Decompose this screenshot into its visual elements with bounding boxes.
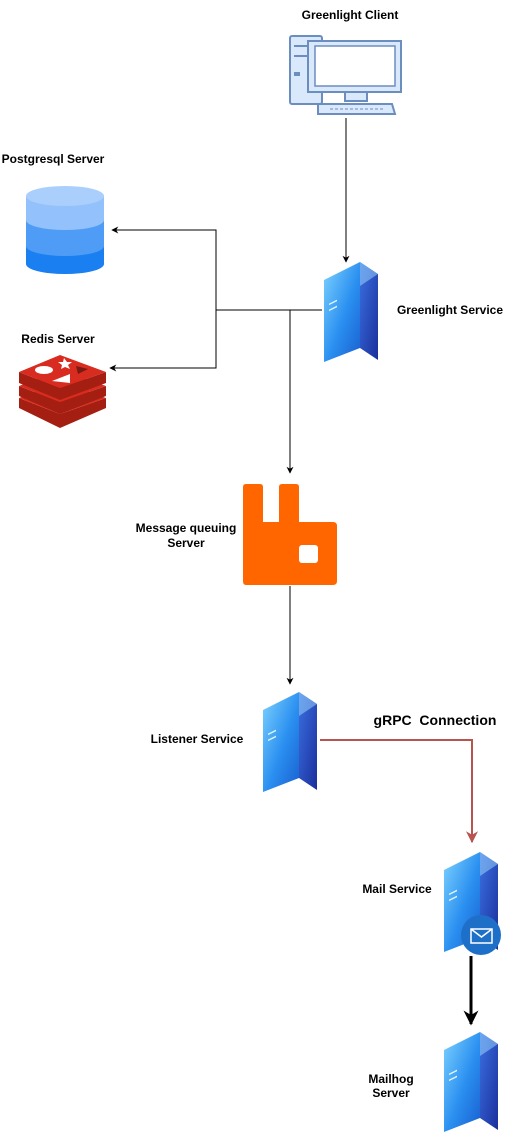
greenlight-service-node[interactable]: Greenlight Service (324, 262, 503, 362)
message-queue-node[interactable]: Message queuing Server (136, 484, 337, 585)
edge-service-to-redis (109, 310, 217, 372)
mail-service-node[interactable]: Mail Service (362, 852, 501, 955)
greenlight-service-label: Greenlight Service (397, 303, 503, 317)
redis-server-node[interactable]: Redis Server (19, 332, 106, 428)
server-icon (324, 262, 378, 362)
message-queue-label-line2: Server (167, 536, 205, 550)
edge-service-to-postgres (111, 226, 322, 311)
mail-service-label: Mail Service (362, 882, 432, 896)
grpc-connection-label: gRPC Connection (374, 712, 497, 728)
redis-logo-icon (19, 355, 106, 428)
mailhog-server-label-line2: Server (372, 1086, 410, 1100)
listener-service-node[interactable]: Listener Service (151, 692, 317, 792)
redis-server-label: Redis Server (21, 332, 95, 346)
connectors (109, 118, 479, 1026)
mailhog-server-node[interactable]: Mailhog Server (368, 1032, 498, 1132)
postgresql-server-node[interactable]: Postgresql Server (2, 152, 105, 274)
server-icon (263, 692, 317, 792)
greenlight-client-node[interactable]: Greenlight Client (289, 8, 402, 115)
postgresql-server-label: Postgresql Server (2, 152, 105, 166)
message-queue-label-line1: Message queuing (136, 521, 237, 535)
mailhog-server-label-line1: Mailhog (368, 1072, 413, 1086)
greenlight-client-label: Greenlight Client (302, 8, 399, 22)
database-icon (26, 186, 104, 274)
envelope-badge-icon (461, 915, 501, 955)
desktop-computer-icon (289, 35, 402, 115)
edge-grpc-connection (320, 739, 478, 844)
server-icon (444, 1032, 498, 1132)
rabbitmq-logo-icon (243, 484, 337, 585)
listener-service-label: Listener Service (151, 732, 244, 746)
